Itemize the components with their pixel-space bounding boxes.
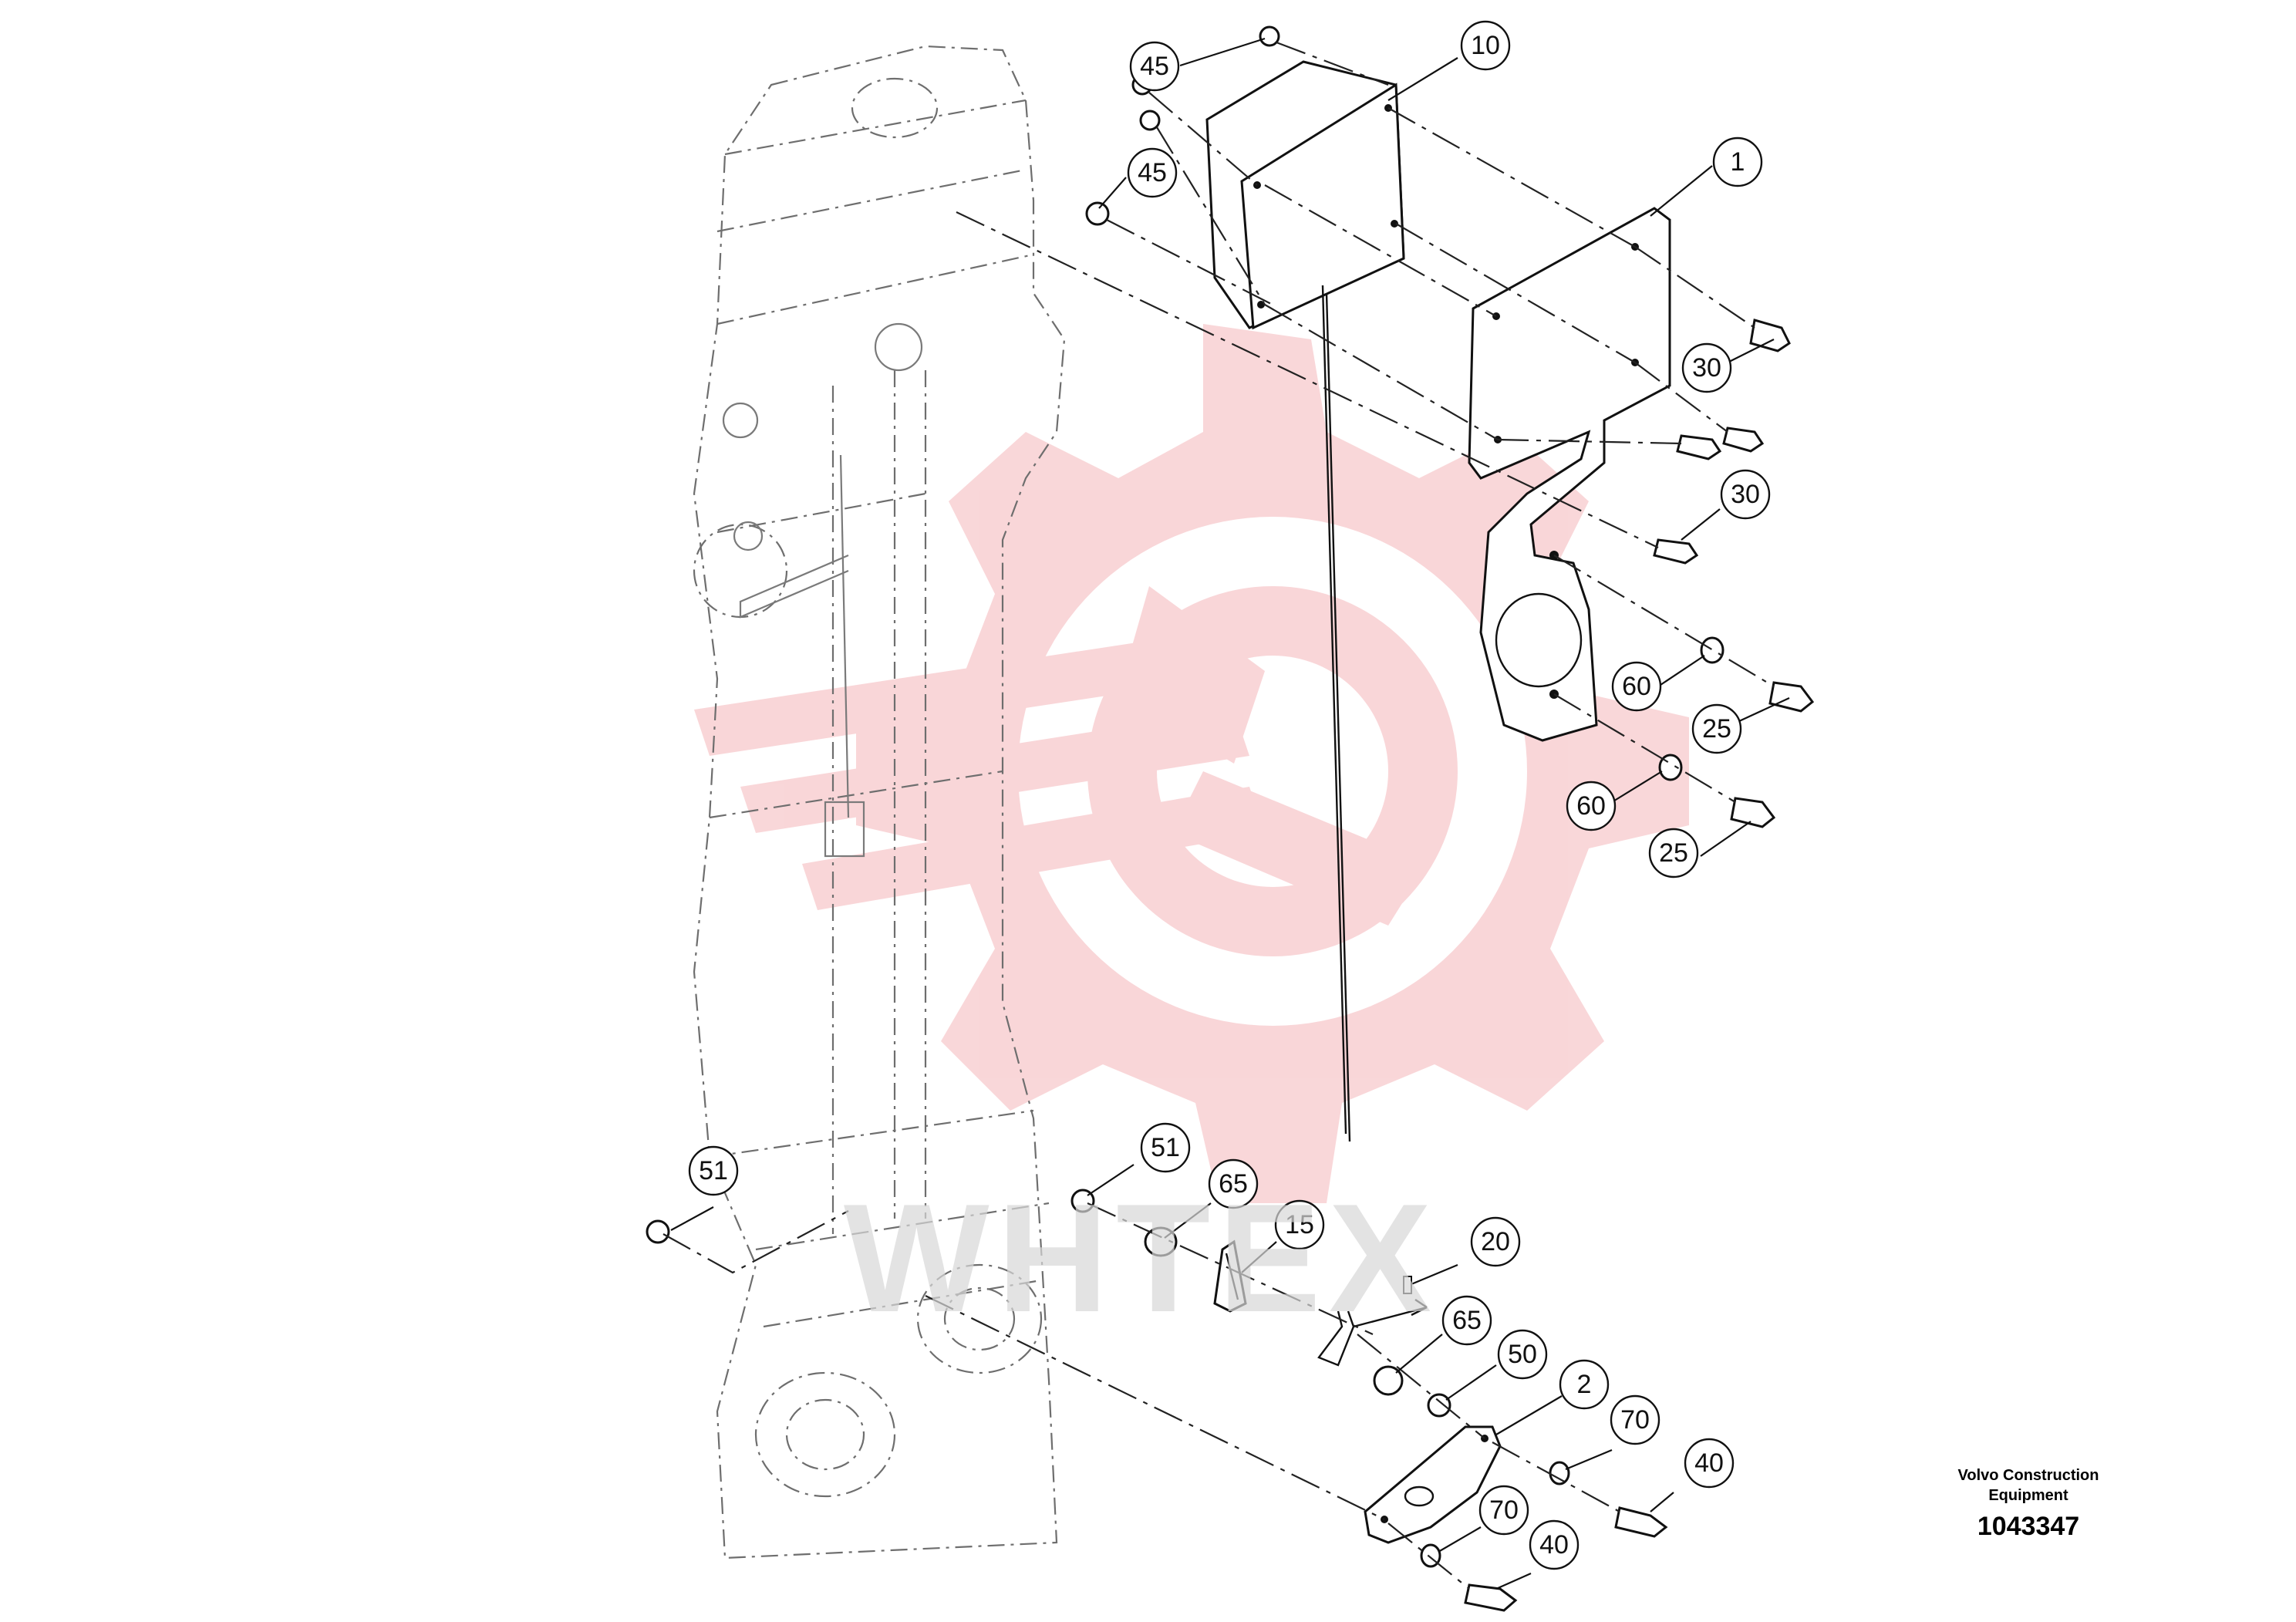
callout-label: 65 xyxy=(1452,1306,1482,1335)
callout-label: 1 xyxy=(1731,147,1745,177)
machine-frame-outline xyxy=(693,45,1066,1560)
watermark-logo xyxy=(694,324,1689,1203)
callouts: 45 10 45 1 30 30 60 25 60 25 51 51 65 15… xyxy=(688,20,1771,1570)
callout-label: 40 xyxy=(1694,1448,1724,1478)
callout-label: 20 xyxy=(1481,1227,1510,1256)
callout-60-lower: 60 xyxy=(1566,781,1617,831)
callout-60-upper: 60 xyxy=(1611,661,1662,712)
callout-45: 45 xyxy=(1127,147,1178,198)
callout-15: 15 xyxy=(1274,1199,1325,1250)
callout-label: 51 xyxy=(699,1156,728,1185)
callout-label: 65 xyxy=(1219,1169,1248,1199)
callout-51-left: 51 xyxy=(688,1145,739,1196)
washers-60-bolts-25 xyxy=(1658,636,1815,828)
callout-label: 30 xyxy=(1731,480,1760,509)
callout-30-upper: 30 xyxy=(1681,342,1732,393)
callout-label: 40 xyxy=(1539,1530,1569,1560)
callout-label: 60 xyxy=(1622,672,1651,701)
callout-51-right: 51 xyxy=(1140,1122,1191,1173)
callout-label: 30 xyxy=(1692,353,1721,383)
callout-label: 45 xyxy=(1138,158,1167,187)
part-10-control-box xyxy=(1205,60,1405,330)
callout-2: 2 xyxy=(1559,1359,1610,1410)
document-footer: Volvo Construction Equipment 1043347 xyxy=(1913,1465,2144,1542)
part-2-lever-plate xyxy=(1364,1425,1502,1544)
manufacturer-line-1: Volvo Construction xyxy=(1957,1467,2099,1484)
assembly-lines xyxy=(663,41,1775,1590)
watermark-text: WHTEX xyxy=(844,1172,1439,1344)
callout-leaders xyxy=(670,37,1790,1590)
callout-label: 45 xyxy=(1140,52,1169,81)
callout-label: 60 xyxy=(1576,791,1606,821)
callout-label: 25 xyxy=(1702,714,1731,744)
callout-label: 10 xyxy=(1471,31,1500,60)
callout-45-top: 45 xyxy=(1129,41,1180,92)
callout-label: 70 xyxy=(1620,1405,1650,1435)
callout-label: 15 xyxy=(1285,1210,1314,1239)
callout-40-right: 40 xyxy=(1684,1438,1735,1489)
callout-65-lower: 65 xyxy=(1441,1295,1492,1346)
callout-label: 51 xyxy=(1151,1133,1180,1162)
callout-70-right: 70 xyxy=(1610,1394,1660,1445)
callout-label: 25 xyxy=(1659,838,1688,868)
callout-20: 20 xyxy=(1470,1216,1521,1267)
part-15-clip xyxy=(1213,1239,1247,1313)
callout-40-left: 40 xyxy=(1529,1519,1580,1570)
callout-label: 2 xyxy=(1577,1370,1592,1399)
callout-70-left: 70 xyxy=(1478,1485,1529,1536)
callout-1: 1 xyxy=(1712,137,1763,187)
callout-65-upper: 65 xyxy=(1208,1158,1259,1209)
callout-10: 10 xyxy=(1460,20,1511,71)
manufacturer-line-2: Equipment xyxy=(1988,1487,2068,1504)
callout-label: 70 xyxy=(1489,1496,1519,1525)
callout-25-upper: 25 xyxy=(1691,703,1742,754)
callout-50: 50 xyxy=(1497,1329,1548,1380)
callout-label: 50 xyxy=(1508,1340,1537,1369)
bolts-30 xyxy=(1653,319,1791,565)
reference-number: 1043347 xyxy=(1977,1512,2080,1541)
callout-25-lower: 25 xyxy=(1648,828,1699,878)
cable-rod xyxy=(1317,285,1428,1367)
callout-30-lower: 30 xyxy=(1720,469,1771,520)
